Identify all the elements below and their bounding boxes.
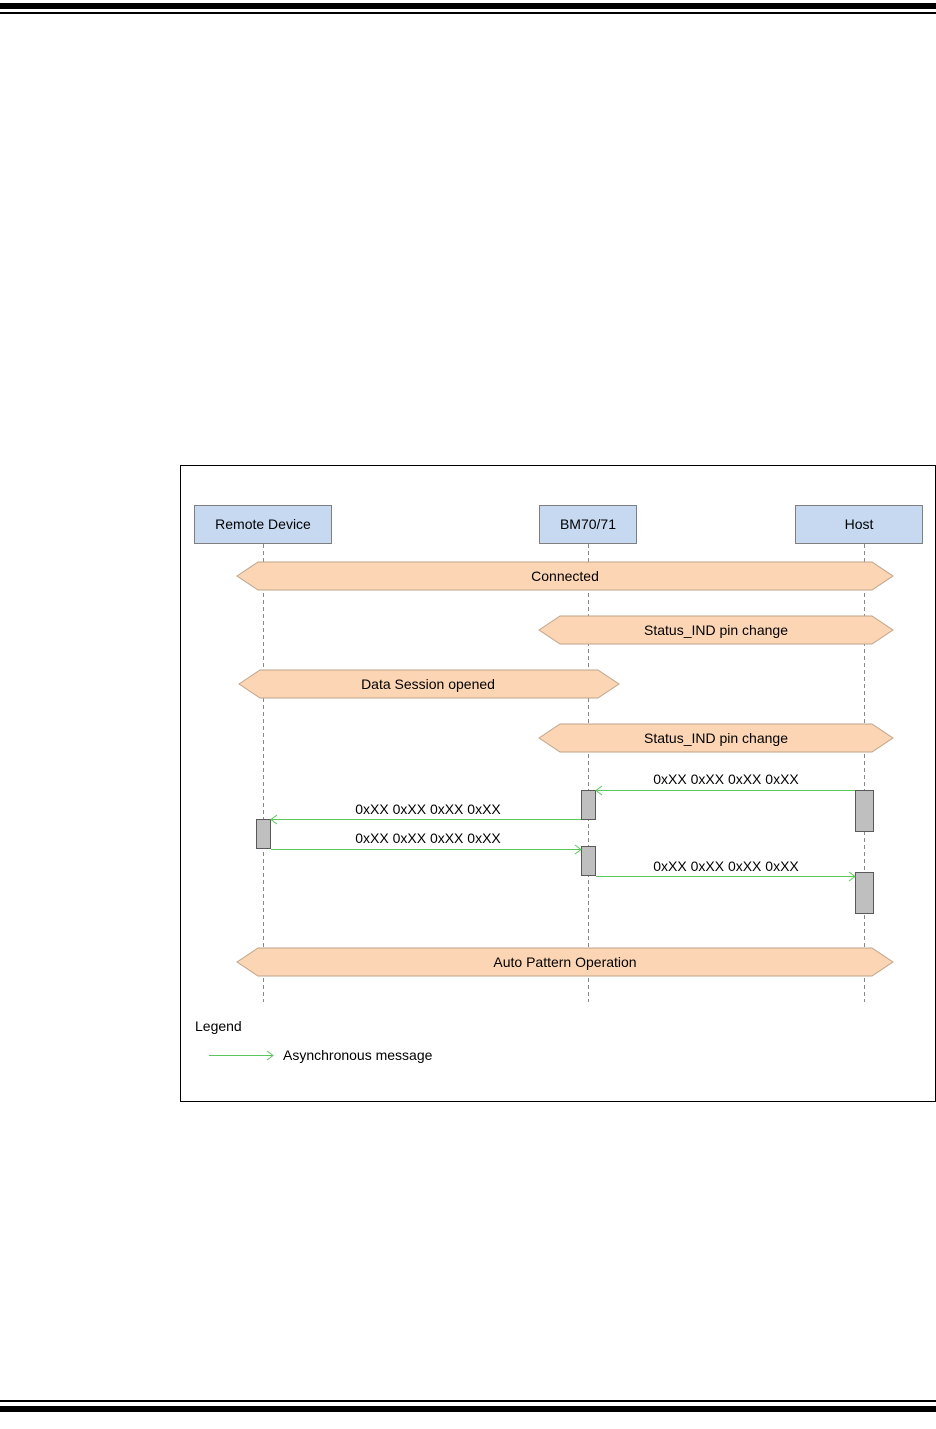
- participant-box: [795, 505, 923, 544]
- state-status-ind-1: Status_IND pin change: [538, 615, 894, 645]
- state-connected: Connected: [236, 561, 894, 591]
- participant-label: BM70/71: [560, 516, 616, 532]
- state-auto-pattern: Auto Pattern Operation: [236, 947, 894, 977]
- participant-label: Remote Device: [215, 516, 311, 532]
- message-label: 0xXX 0xXX 0xXX 0xXX: [355, 830, 501, 846]
- participant-remote: Remote Device: [194, 505, 332, 544]
- diagram-frame: [180, 465, 936, 1102]
- legend-title: Legend: [195, 1018, 242, 1034]
- state-band: [538, 615, 894, 645]
- top-rule-thick: [0, 3, 936, 9]
- state-label: Status_IND pin change: [644, 730, 788, 746]
- message-remote-to-module: 0xXX 0xXX 0xXX 0xXX: [271, 830, 582, 855]
- message-label: 0xXX 0xXX 0xXX 0xXX: [653, 771, 799, 787]
- state-data-session: Data Session opened: [238, 669, 620, 699]
- participant-box: [539, 505, 637, 544]
- legend-arrowhead: [266, 1050, 274, 1061]
- activation-host-1: [855, 790, 874, 832]
- legend: Legend Asynchronous message: [195, 1018, 433, 1063]
- state-label: Connected: [531, 568, 599, 584]
- message-module-to-host: 0xXX 0xXX 0xXX 0xXX: [596, 858, 856, 882]
- top-rule-thin: [0, 12, 936, 14]
- activation-module-1: [581, 790, 596, 820]
- participant-label: Host: [845, 516, 874, 532]
- state-band: [236, 561, 894, 591]
- legend-item-label: Asynchronous message: [283, 1047, 433, 1063]
- participant-module: BM70/71: [539, 505, 637, 544]
- message-module-to-remote: 0xXX 0xXX 0xXX 0xXX: [270, 801, 581, 825]
- message-label: 0xXX 0xXX 0xXX 0xXX: [355, 801, 501, 817]
- message-arrowhead: [270, 814, 278, 825]
- message-host-to-module: 0xXX 0xXX 0xXX 0xXX: [595, 771, 855, 796]
- activation-remote: [256, 819, 271, 849]
- message-arrowhead: [595, 785, 603, 796]
- state-band: [538, 723, 894, 753]
- state-status-ind-2: Status_IND pin change: [538, 723, 894, 753]
- activation-module-2: [581, 846, 596, 876]
- message-label: 0xXX 0xXX 0xXX 0xXX: [653, 858, 799, 874]
- message-arrowhead: [848, 871, 856, 882]
- state-label: Auto Pattern Operation: [493, 954, 636, 970]
- state-label: Data Session opened: [361, 676, 495, 692]
- bottom-rule-thick: [0, 1406, 936, 1412]
- participant-box: [194, 505, 332, 544]
- state-band: [236, 947, 894, 977]
- bottom-rule-thin: [0, 1400, 936, 1402]
- activation-host-2: [855, 872, 874, 914]
- state-band: [238, 669, 620, 699]
- state-label: Status_IND pin change: [644, 622, 788, 638]
- message-arrowhead: [574, 844, 582, 855]
- participant-host: Host: [795, 505, 923, 544]
